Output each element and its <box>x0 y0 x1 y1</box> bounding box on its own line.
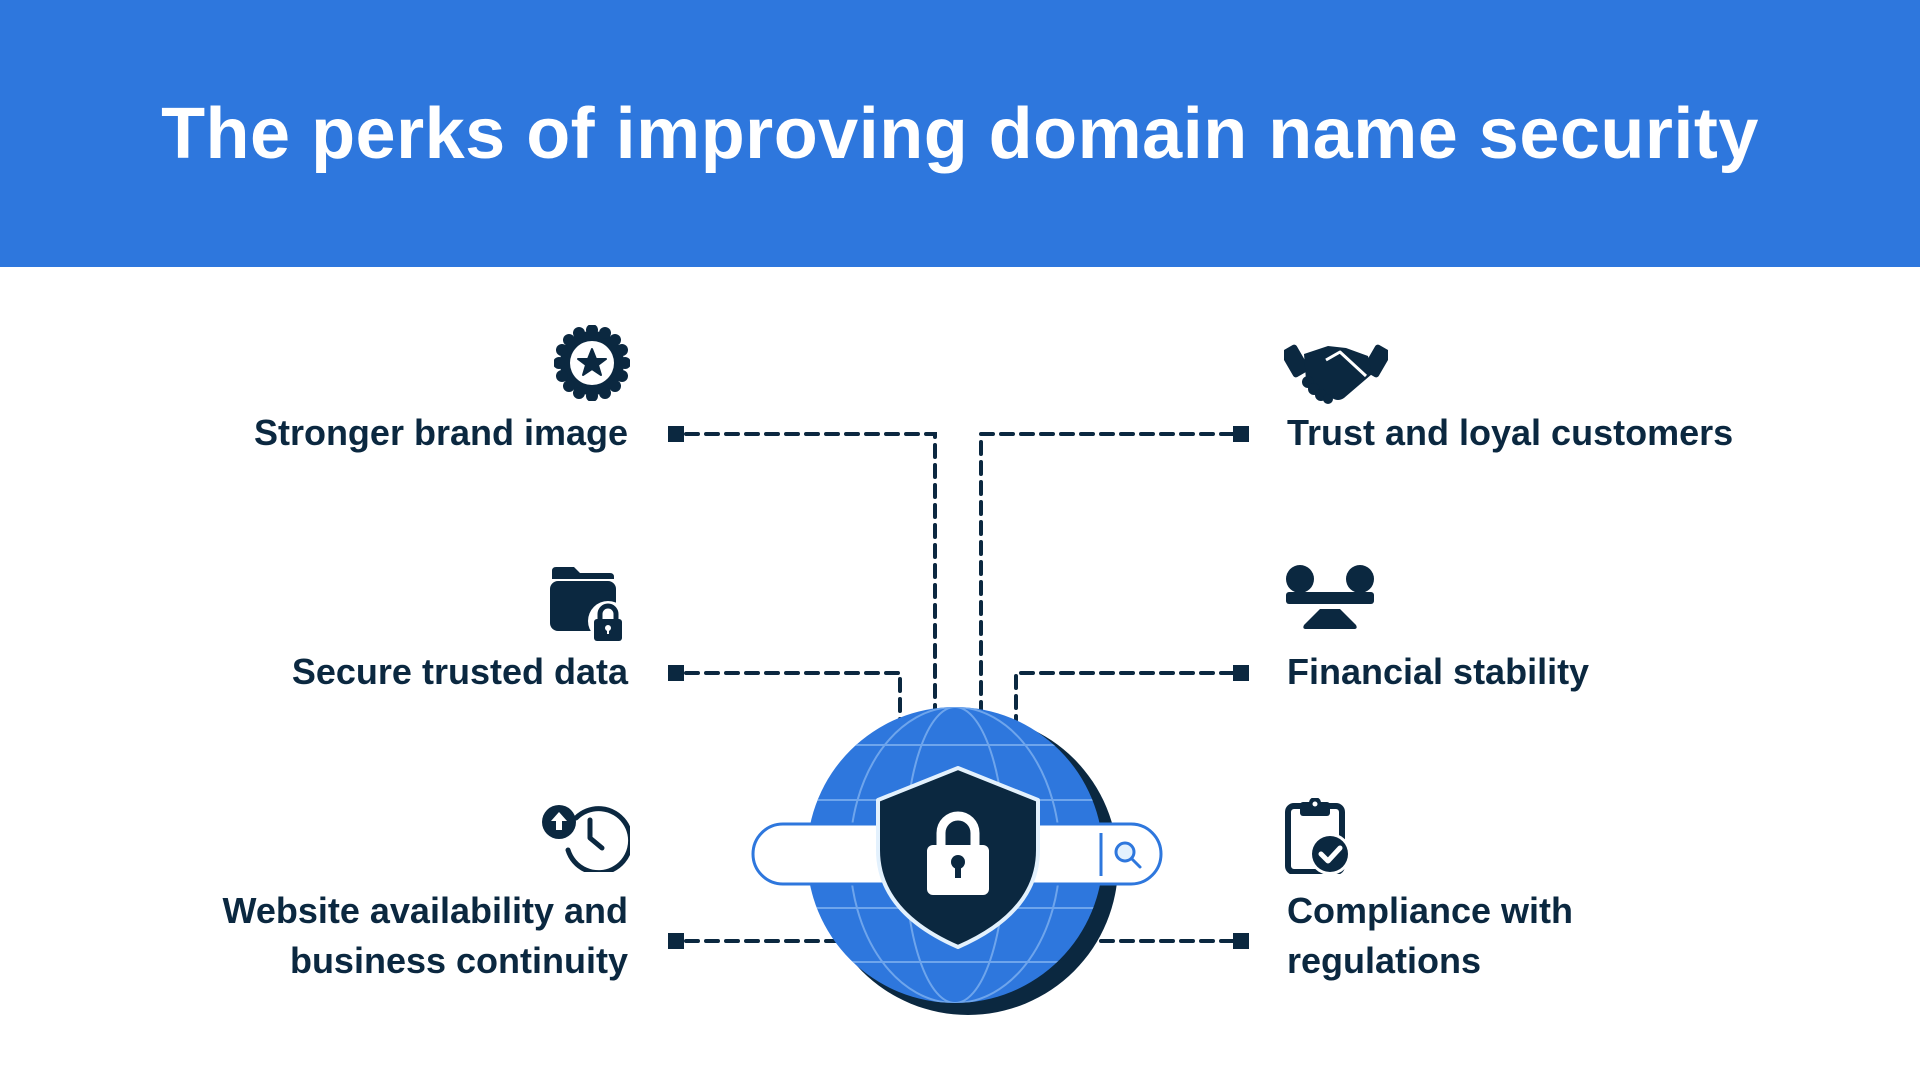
connector-line-right-1 <box>979 432 1235 722</box>
perk-label-secure-trusted-data: Secure trusted data <box>291 651 628 692</box>
perk-label-financial-stability: Financial stability <box>1287 651 1590 692</box>
folder-lock-icon <box>550 567 628 641</box>
handshake-icon <box>1284 344 1388 404</box>
connector-node <box>1233 933 1249 949</box>
connector-node <box>1233 665 1249 681</box>
connector-line-left-1 <box>684 432 937 722</box>
connector-line-right-2 <box>1014 671 1235 722</box>
perk-label-stronger-brand-image: Stronger brand image <box>253 412 628 453</box>
magnifier-icon <box>1114 841 1142 869</box>
connector-node <box>668 933 684 949</box>
perk-label-compliance-regulations: Compliance with regulations <box>1287 890 1574 981</box>
perk-label-trust-loyal-customers: Trust and loyal customers <box>1287 412 1734 453</box>
perk-label-website-availability: Website availability and business contin… <box>222 890 628 981</box>
padlock-icon <box>927 811 989 895</box>
shield-icon <box>876 766 1040 949</box>
connector-node <box>668 426 684 442</box>
header-banner: The perks of improving domain name secur… <box>0 0 1920 267</box>
connector-node <box>1233 426 1249 442</box>
connector-line-left-2 <box>684 671 902 722</box>
page-title: The perks of improving domain name secur… <box>161 93 1759 174</box>
balance-scale-icon <box>1286 565 1374 629</box>
connector-node <box>668 665 684 681</box>
clock-upload-icon <box>542 805 630 872</box>
clipboard-check-icon <box>1285 798 1351 874</box>
award-badge-star-icon <box>554 325 630 401</box>
